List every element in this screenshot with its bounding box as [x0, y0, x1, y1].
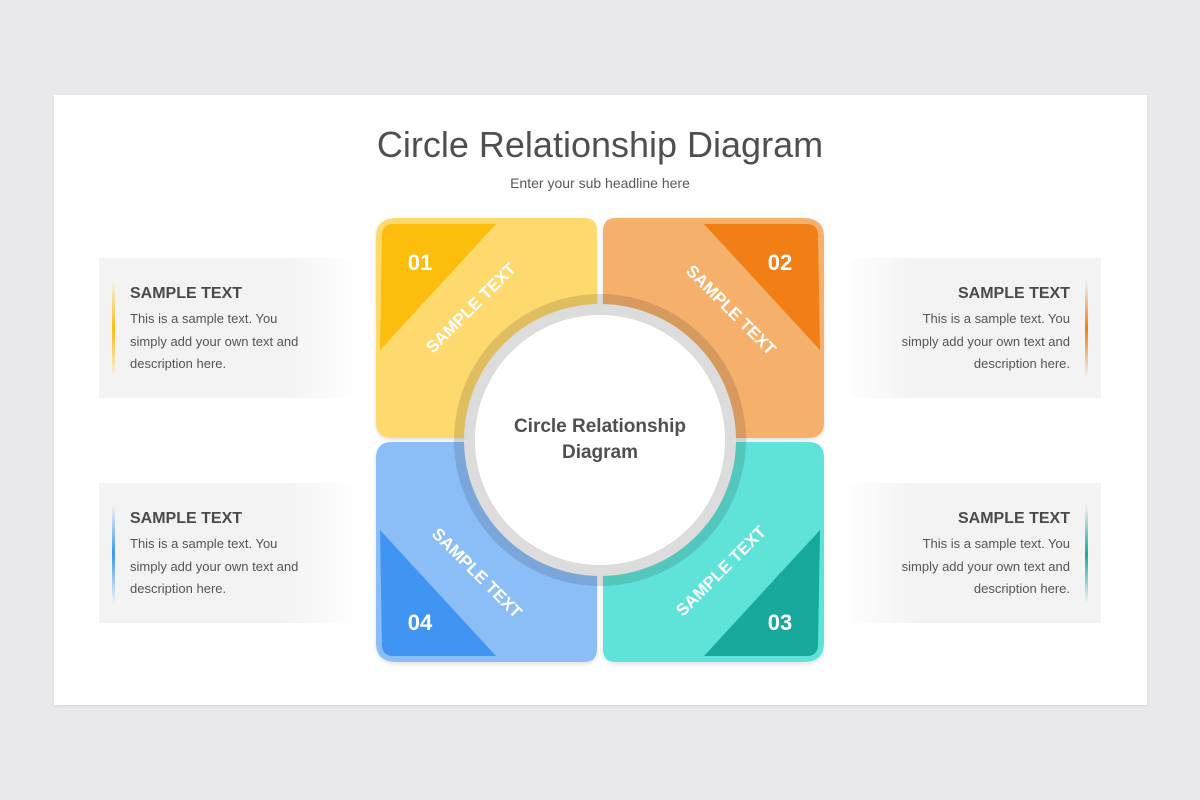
center-label-line: Circle Relationship	[513, 416, 687, 437]
center-circle	[475, 315, 725, 565]
panel-accent-bar	[112, 505, 115, 603]
panel-line: description here.	[130, 356, 227, 371]
panel-accent-bar	[1085, 280, 1088, 378]
panel-title: SAMPLE TEXT	[957, 285, 1070, 302]
panel-line: simply add your own text and	[130, 333, 299, 349]
quadrant-01-number: 01	[408, 250, 432, 275]
panel-line: description here.	[130, 581, 227, 596]
panel-title: SAMPLE TEXT	[130, 285, 243, 302]
panel-bottom-left: SAMPLE TEXT This is a sample text. You s…	[99, 483, 361, 623]
page-title: Circle Relationship Diagram	[376, 124, 824, 165]
panel-title: SAMPLE TEXT	[957, 510, 1070, 527]
panel-title: SAMPLE TEXT	[130, 510, 243, 527]
panel-description: This is a sample text. You simply add yo…	[130, 533, 330, 601]
panel-bottom-right: SAMPLE TEXT This is a sample text. You s…	[839, 483, 1101, 623]
quadrant-01-corner	[380, 224, 496, 350]
panel-line: This is a sample text. You	[922, 536, 1070, 551]
panel-line: This is a sample text. You	[130, 536, 278, 551]
center-label-line: Diagram	[561, 442, 639, 463]
panel-line: simply add your own text and	[130, 558, 299, 574]
page-subtitle: Enter your sub headline here	[510, 175, 690, 191]
panel-top-right: SAMPLE TEXT This is a sample text. You s…	[839, 258, 1101, 398]
panel-top-left: SAMPLE TEXT This is a sample text. You s…	[99, 258, 361, 398]
panel-description: This is a sample text. You simply add yo…	[870, 308, 1070, 376]
panel-line: simply add your own text and	[901, 333, 1070, 349]
panel-line: description here.	[973, 356, 1070, 371]
quadrant-04-corner	[380, 530, 496, 656]
quadrant-04-number: 04	[408, 610, 433, 635]
center-label: Circle Relationship Diagram	[480, 414, 720, 466]
panel-line: This is a sample text. You	[922, 311, 1070, 326]
panel-line: simply add your own text and	[901, 558, 1070, 574]
quadrant-03-corner	[704, 530, 820, 656]
panel-description: This is a sample text. You simply add yo…	[130, 308, 330, 376]
panel-accent-bar	[112, 280, 115, 378]
panel-line: description here.	[973, 581, 1070, 596]
panel-accent-bar	[1085, 505, 1088, 603]
quadrant-02-corner	[704, 224, 820, 350]
quadrant-03-number: 03	[768, 610, 792, 635]
quadrant-02-number: 02	[768, 250, 792, 275]
panel-description: This is a sample text. You simply add yo…	[870, 533, 1070, 601]
panel-line: This is a sample text. You	[130, 311, 278, 326]
